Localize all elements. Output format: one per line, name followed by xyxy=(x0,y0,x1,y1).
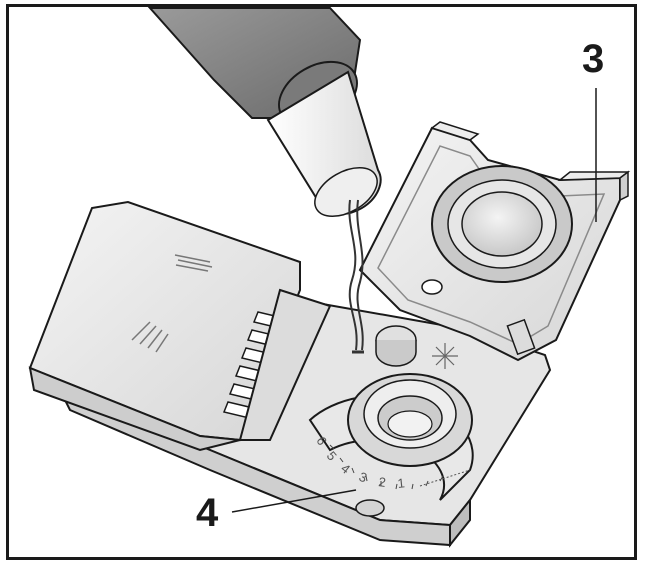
level-indicator-lens xyxy=(461,191,543,257)
dosage-dial: 6 5 4 3 2 1 xyxy=(308,373,474,501)
callout-label-4: 4 xyxy=(196,491,219,535)
detergent-lid xyxy=(28,200,332,452)
sun-symbol-icon xyxy=(432,343,458,369)
rinse-aid-lid xyxy=(358,121,631,362)
rinse-aid-bottle xyxy=(147,7,382,218)
callout-line-4 xyxy=(231,489,357,513)
liquid-stream xyxy=(348,199,364,354)
dial-number: 1 xyxy=(397,475,406,491)
filler-cap xyxy=(375,325,458,369)
dial-number: 2 xyxy=(378,474,387,490)
callout-label-3: 3 xyxy=(582,37,604,81)
